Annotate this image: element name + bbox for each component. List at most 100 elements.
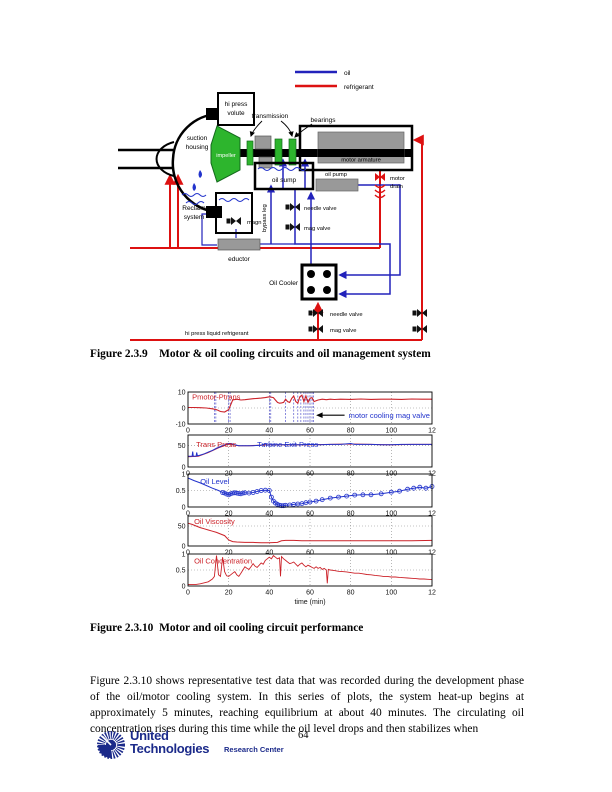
y-tick-label: 0.5 [176, 488, 186, 495]
y-tick-label: -10 [176, 421, 186, 428]
legend-refrigerant-label: refrigerant [344, 84, 374, 91]
magn-valve-label: magn [247, 220, 262, 226]
legend: oil refrigerant [295, 70, 374, 91]
data-marker [397, 488, 402, 494]
oil-sump: oil sump [253, 161, 315, 191]
x-tick-label: 100 [385, 428, 397, 435]
brand-line1: United [130, 728, 169, 743]
mag-valve2-icon [308, 325, 323, 333]
x-tick-label: 80 [347, 590, 355, 597]
mag-valve-icon [285, 223, 300, 231]
data-marker [319, 497, 325, 503]
needle-valve-label: needle valve [304, 206, 337, 212]
x-tick-label: 40 [265, 590, 273, 597]
x-tick-label: 60 [306, 428, 314, 435]
needle-valve-icon [285, 203, 300, 211]
figure-2-3-9-diagram: oil refrigerant [90, 62, 530, 349]
x-tick-label: 40 [265, 511, 273, 518]
data-marker [266, 488, 272, 493]
data-marker [423, 485, 429, 491]
brand-name: United Technologies [130, 728, 210, 756]
data-marker [307, 499, 313, 505]
reclaim-system: Reclaim system [182, 192, 253, 234]
x-tick-label: 20 [225, 550, 233, 557]
body-paragraph: Figure 2.3.10 shows representative test … [90, 675, 524, 735]
plot-label: Pmotor-Ptrans [192, 393, 241, 402]
motor-drain: motor drain [374, 173, 405, 199]
reclaim-label-1: Reclaim [182, 205, 205, 212]
bearing [246, 140, 254, 166]
oil-cooler-label: Oil Cooler [269, 280, 299, 287]
y-tick-label: 0 [182, 464, 186, 471]
motor: motor armature [298, 124, 414, 172]
annotation-arrow-icon [316, 412, 323, 418]
impeller: impeller [210, 125, 241, 183]
oil-sump-label: oil sump [272, 177, 297, 184]
series-oil-viscosity [187, 522, 433, 544]
x-tick-label: 0 [186, 511, 190, 518]
x-tick-label: 40 [265, 428, 273, 435]
data-marker [281, 503, 286, 509]
needle-valve2-icon [308, 309, 323, 317]
data-marker [378, 491, 384, 497]
impeller-label: impeller [216, 153, 236, 159]
y-tick-label: 1 [182, 551, 186, 558]
x-tick-label: 20 [225, 511, 233, 518]
y-tick-label: 0 [182, 405, 186, 412]
data-marker [269, 494, 274, 500]
y-tick-label: 0 [182, 583, 186, 590]
eductor-label: eductor [228, 256, 251, 263]
right-valve-icon [412, 325, 427, 333]
legend-oil-label: oil [344, 70, 351, 77]
x-tick-label: 40 [265, 550, 273, 557]
y-tick-label: 10 [178, 389, 186, 396]
plot-label: Oil Concentration [194, 557, 252, 566]
bearing [288, 138, 297, 166]
series-oil-concentration [188, 554, 433, 585]
data-marker [240, 490, 246, 496]
brand-line2: Technologies [130, 741, 210, 756]
right-valve-icon [412, 309, 427, 317]
data-marker [417, 484, 423, 490]
page-footer: United Technologies Research Center 64 [0, 726, 612, 776]
data-marker [388, 489, 394, 495]
cooling-circuit-schematic: oil refrigerant [118, 70, 427, 341]
bypass-leg-label: bypass leg [262, 204, 268, 232]
data-marker [352, 492, 358, 498]
mag-valve-label: mag valve [304, 226, 330, 232]
motor-drain-label-2: drain [390, 184, 403, 190]
data-marker [336, 494, 341, 500]
x-tick-label: 12 [428, 511, 436, 518]
plot-label: Oil Viscosity [194, 517, 235, 526]
y-tick-label: 50 [178, 523, 186, 530]
motor-drain-label-1: motor [390, 176, 405, 182]
data-marker [360, 492, 366, 498]
motor-armature-label: motor armature [341, 158, 381, 164]
y-tick-label: 0 [182, 504, 186, 511]
x-tick-label: 80 [347, 550, 355, 557]
x-tick-label: 80 [347, 511, 355, 518]
suction-label-2: housing [186, 144, 209, 151]
x-tick-label: 12 [428, 428, 436, 435]
eductor: eductor [217, 238, 261, 263]
data-marker [368, 492, 374, 498]
x-tick-label: 12 [428, 590, 436, 597]
x-tick-label: 80 [347, 428, 355, 435]
united-technologies-logo-icon [97, 731, 125, 759]
x-tick-label: 100 [385, 511, 397, 518]
y-tick-label: 50 [178, 443, 186, 450]
data-marker [327, 495, 333, 501]
x-tick-label: 60 [306, 550, 314, 557]
data-marker [344, 493, 350, 499]
page-number: 64 [298, 730, 309, 741]
y-tick-label: 0 [182, 543, 186, 550]
x-tick-label: 0 [186, 590, 190, 597]
oil-pump: oil pump [315, 172, 359, 192]
data-marker [220, 490, 225, 495]
oil-droplet-icon [198, 170, 202, 178]
magn-valve-icon [226, 217, 241, 225]
